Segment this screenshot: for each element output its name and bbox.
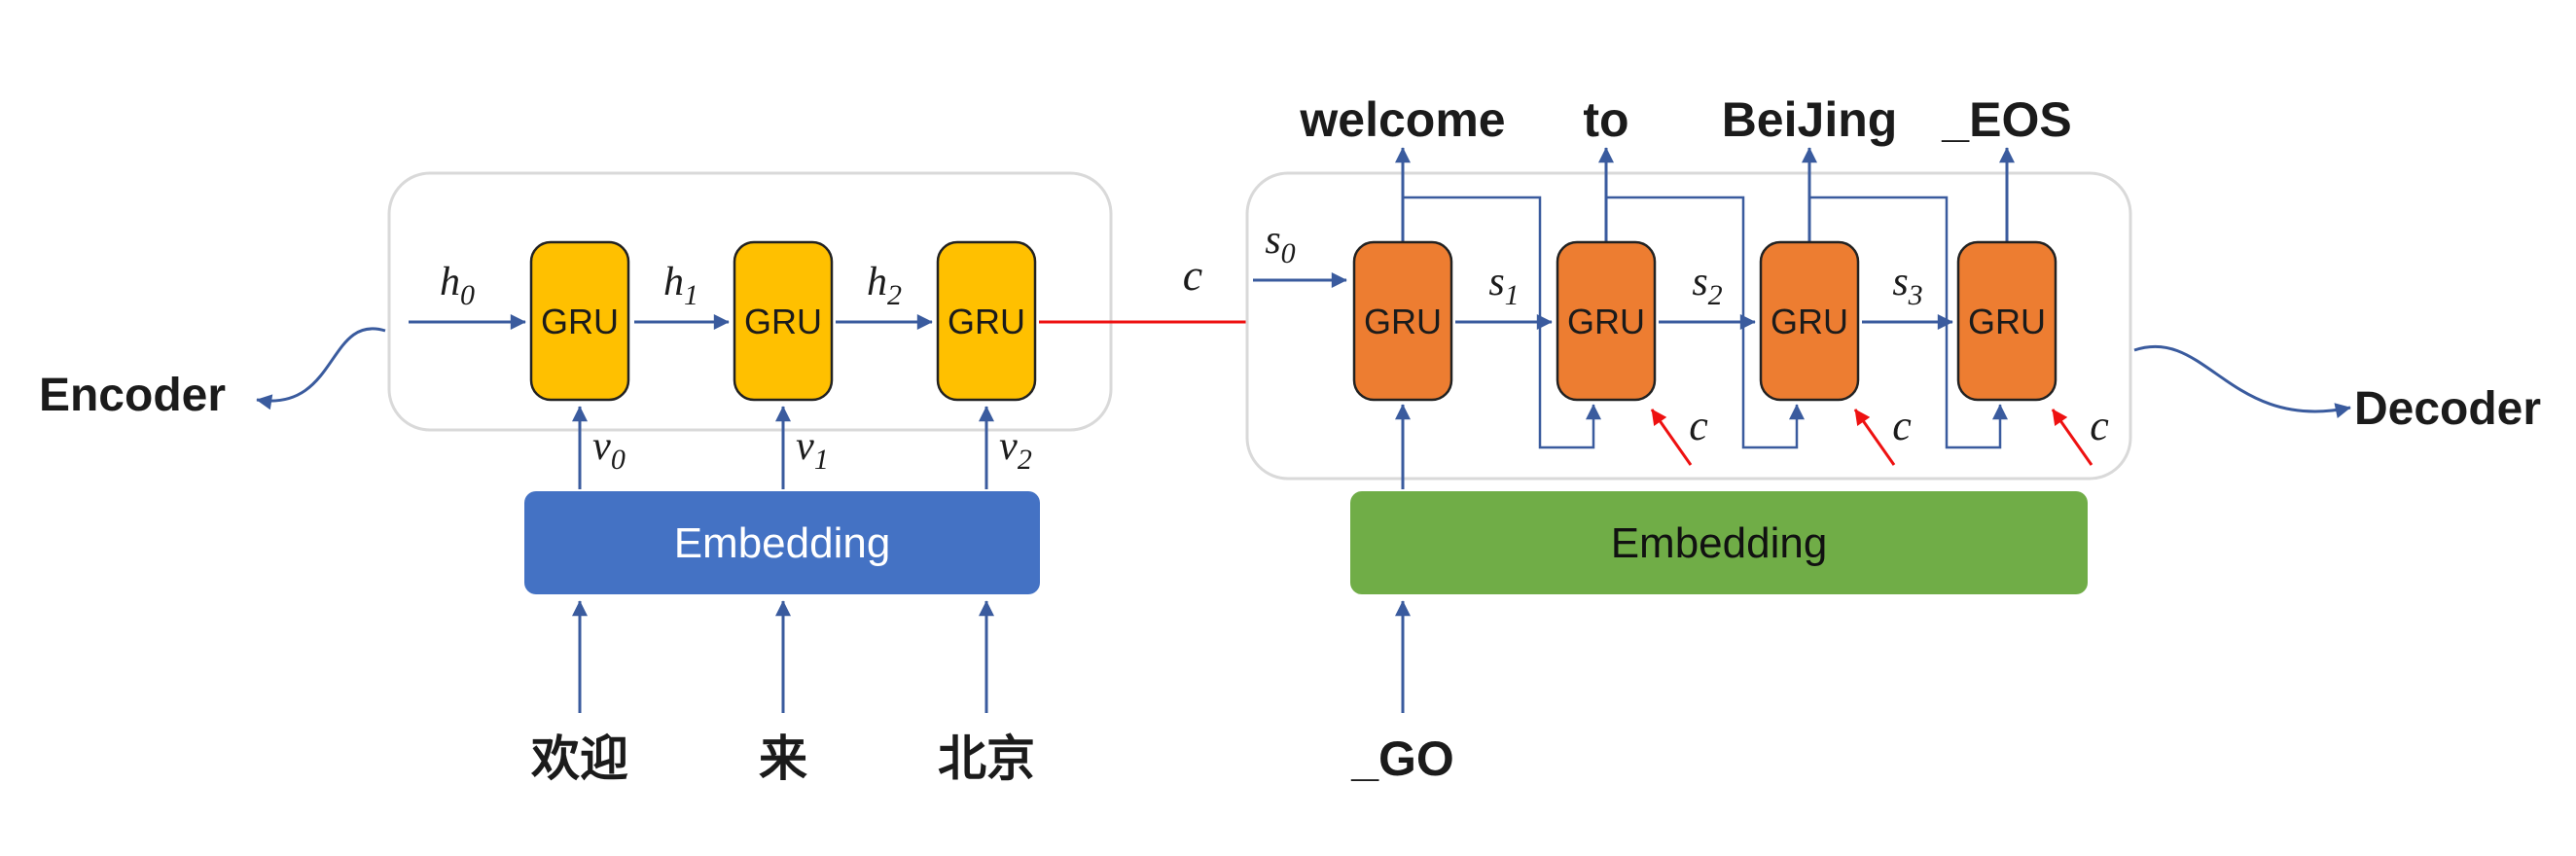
encoder-pointer-arrow	[256, 327, 386, 410]
state-s3-label: s3	[1892, 260, 1922, 311]
encoder-section: Encoder GRU GRU GRU h0	[39, 171, 1113, 786]
state-s0-label: s0	[1265, 218, 1295, 269]
decoder-gru-3-label: GRU	[1771, 302, 1848, 341]
vector-v0-label: v0	[592, 424, 626, 476]
output-word-2: to	[1583, 92, 1628, 147]
encoder-hidden-state-labels: h0 h1 h2	[440, 260, 902, 311]
decoder-gru-4	[1956, 240, 2057, 402]
encoder-gru-1	[529, 240, 630, 402]
encoder-flow-arrows	[409, 314, 994, 713]
encoder-embedding-box	[524, 491, 1040, 594]
output-word-3: BeiJing	[1722, 92, 1898, 147]
encoder-vector-labels: v0 v1 v2	[592, 424, 1032, 476]
input-token-2: 来	[759, 731, 807, 786]
decoder-embedding-box	[1350, 491, 2088, 594]
state-s1-label: s1	[1488, 260, 1519, 311]
encoder-gru-cells	[529, 240, 1037, 402]
encoder-embedding-label: Embedding	[674, 519, 891, 567]
encoder-gru-labels: GRU GRU GRU	[541, 302, 1025, 341]
hidden-state-h0-label: h0	[440, 260, 475, 311]
context-arrow-into-gru3	[1853, 409, 1896, 466]
output-word-1: welcome	[1299, 92, 1505, 147]
loop-output3-to-gru4	[1809, 196, 2008, 449]
decoder-embedding-label: Embedding	[1611, 519, 1828, 567]
decoder-gru-cells	[1352, 240, 2057, 402]
input-token-1: 欢迎	[530, 731, 628, 786]
decoder-gru-1-label: GRU	[1364, 302, 1442, 341]
decoder-recurrent-loops	[1403, 196, 2008, 449]
decoder-gru-4-label: GRU	[1968, 302, 2046, 341]
encoder-gru-2	[733, 240, 834, 402]
encoder-title: Encoder	[39, 370, 226, 421]
context-arrow-into-gru2	[1650, 409, 1693, 466]
decoder-container	[1245, 171, 2132, 481]
loop-output2-to-gru3	[1606, 196, 1805, 449]
vector-v2-label: v2	[999, 424, 1032, 476]
context-label-gru4: c	[2090, 402, 2109, 449]
decoder-gru-2-label: GRU	[1567, 302, 1645, 341]
decoder-title: Decoder	[2354, 383, 2541, 435]
vector-v1-label: v1	[796, 424, 829, 476]
hidden-state-h1-label: h1	[663, 260, 698, 311]
decoder-output-words: welcome to BeiJing _EOS	[1299, 92, 2071, 147]
decoder-context-arrows	[1650, 409, 2093, 466]
encoder-gru-3	[936, 240, 1037, 402]
decoder-gru-1	[1352, 240, 1453, 402]
encoder-gru-1-label: GRU	[541, 302, 619, 341]
decoder-context-labels: c c c	[1689, 402, 2109, 449]
decoder-section: c c c GRU GRU GRU GRU s0 s1 s2 s3 welcom…	[1245, 92, 2541, 786]
encoder-gru-3-label: GRU	[948, 302, 1025, 341]
decoder-gru-2	[1556, 240, 1657, 402]
hidden-state-h2-label: h2	[867, 260, 902, 311]
context-label-gru3: c	[1892, 402, 1912, 449]
encoder-input-tokens: 欢迎 来 北京	[530, 731, 1035, 786]
context-label: c	[1183, 250, 1202, 300]
decoder-gru-3	[1759, 240, 1860, 402]
loop-output1-to-gru2	[1403, 196, 1601, 449]
decoder-state-labels: s0 s1 s2 s3	[1265, 218, 1922, 311]
context-label-gru2: c	[1689, 402, 1708, 449]
input-token-3: 北京	[938, 731, 1035, 786]
decoder-pointer-arrow	[2133, 344, 2351, 418]
context-arrow-into-gru4	[2051, 409, 2093, 466]
encoder-gru-2-label: GRU	[744, 302, 822, 341]
start-token: _GO	[1350, 731, 1454, 786]
state-s2-label: s2	[1692, 260, 1722, 311]
output-word-4: _EOS	[1941, 92, 2071, 147]
decoder-gru-labels: GRU GRU GRU GRU	[1364, 302, 2046, 341]
decoder-flow-arrows	[1253, 147, 2015, 713]
